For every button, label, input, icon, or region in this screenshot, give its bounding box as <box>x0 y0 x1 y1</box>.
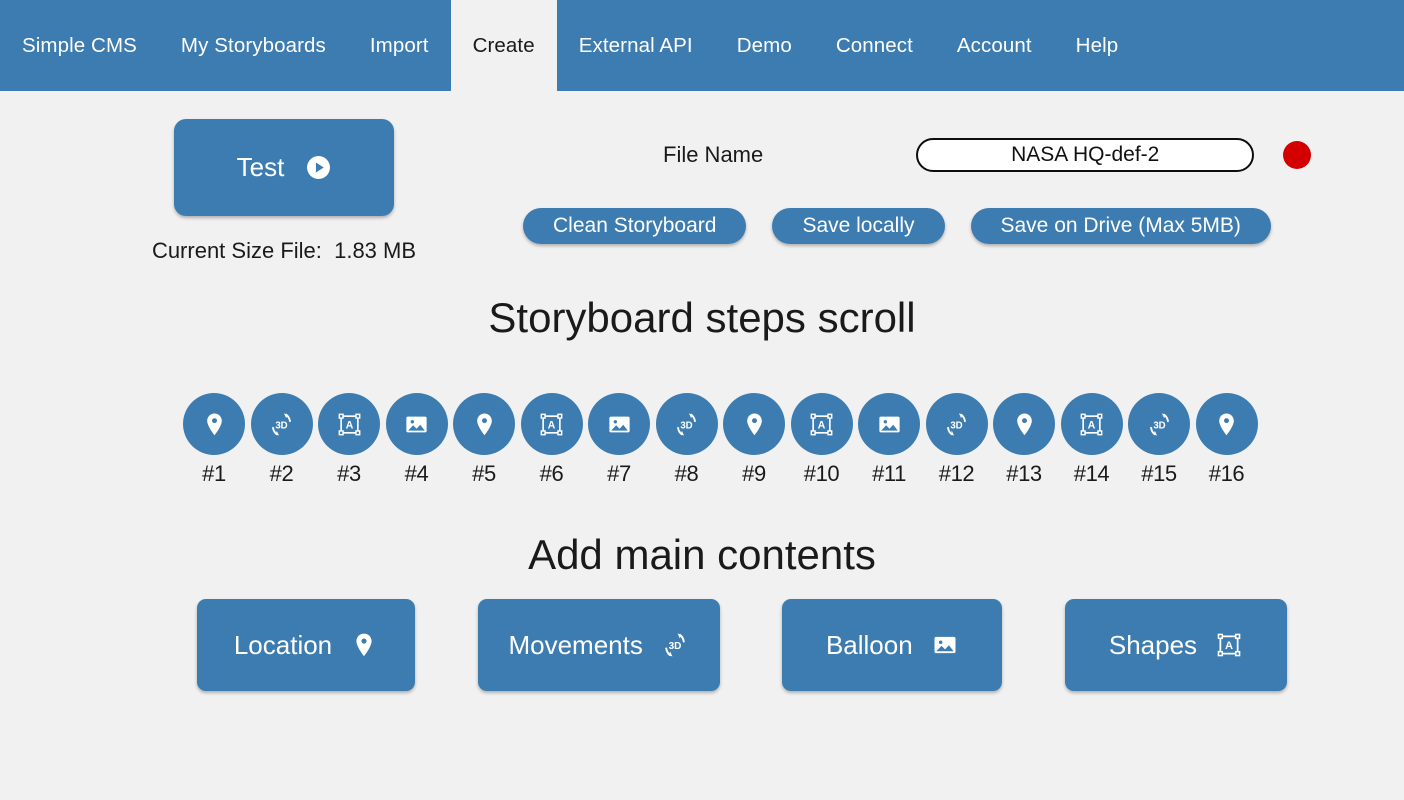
add-main-contents-heading: Add main contents <box>528 531 876 578</box>
add-location-button[interactable]: Location <box>197 599 415 691</box>
nav-filler <box>1140 0 1404 91</box>
file-name-input[interactable] <box>916 138 1255 172</box>
storyboard-step[interactable]: A #6 <box>520 393 583 487</box>
svg-text:3D: 3D <box>680 420 692 431</box>
add-balloon-label: Balloon <box>825 629 913 660</box>
storyboard-step-label: #8 <box>674 461 699 486</box>
image-icon[interactable] <box>588 393 650 455</box>
location-pin-icon[interactable] <box>993 393 1055 455</box>
storyboard-step[interactable]: A #3 <box>318 393 380 487</box>
save-on-drive-button[interactable]: Save on Drive (Max 5MB) <box>970 208 1271 244</box>
svg-text:3D: 3D <box>1153 420 1165 431</box>
save-locally-button[interactable]: Save locally <box>772 208 945 244</box>
storyboard-step[interactable]: #7 <box>588 393 650 487</box>
nav-item-my-storyboards[interactable]: My Storyboards <box>158 0 348 91</box>
storyboard-actions: Clean Storyboard Save locally Save on Dr… <box>523 208 1271 244</box>
storyboard-step-label: #1 <box>202 461 226 486</box>
shapes-icon[interactable]: A <box>318 393 380 455</box>
storyboard-step[interactable]: 3D #12 <box>925 393 988 487</box>
add-shapes-label: Shapes <box>1108 629 1198 660</box>
storyboard-step-label: #3 <box>337 461 361 486</box>
storyboard-step[interactable]: 3D #2 <box>250 393 313 487</box>
storyboard-step[interactable]: #16 <box>1195 393 1258 487</box>
location-pin-icon[interactable] <box>1195 393 1258 455</box>
file-name-row: File Name <box>663 138 1312 172</box>
storyboard-step[interactable]: #4 <box>385 393 448 487</box>
add-movements-button[interactable]: Movements 3D <box>477 599 720 691</box>
play-circle-icon <box>306 155 331 180</box>
storyboard-step-label: #15 <box>1141 461 1177 486</box>
svg-text:A: A <box>818 419 826 431</box>
test-block: Test Current Size File: 1.83 MB <box>142 119 426 264</box>
test-button[interactable]: Test <box>174 119 394 216</box>
nav-item-demo[interactable]: Demo <box>714 0 814 91</box>
storyboard-step-label: #12 <box>938 461 975 486</box>
movement-3d-icon[interactable]: 3D <box>655 393 718 455</box>
nav-item-connect[interactable]: Connect <box>813 0 935 91</box>
storyboard-step[interactable]: #1 <box>183 393 245 487</box>
shapes-icon[interactable]: A <box>1060 393 1123 455</box>
storyboard-step[interactable]: A #14 <box>1060 393 1123 487</box>
location-pin-icon[interactable] <box>453 393 515 455</box>
movement-3d-icon: 3D <box>661 631 689 659</box>
nav-item-external-api[interactable]: External API <box>556 0 715 91</box>
add-location-label: Location <box>233 629 333 660</box>
nav-item-create[interactable]: Create <box>450 0 557 91</box>
storyboard-step-label: #2 <box>269 461 294 486</box>
storyboard-step-label: #10 <box>803 461 840 486</box>
shapes-icon[interactable]: A <box>520 393 583 455</box>
storyboard-step-label: #11 <box>872 461 906 486</box>
add-shapes-button[interactable]: Shapes A <box>1064 599 1287 691</box>
storyboard-steps-scroller[interactable]: #1 3D #2 A #3 #4 #5 A #6 #7 3D #8 #9 A #10 #11 3D #12 #13 A… <box>183 393 1404 493</box>
svg-text:A: A <box>345 419 353 431</box>
add-content-buttons: Location Movements 3D Balloon Shapes A <box>197 599 1287 691</box>
storyboard-step[interactable]: #5 <box>453 393 515 487</box>
image-icon <box>931 631 959 659</box>
storyboard-step-label: #16 <box>1208 461 1245 486</box>
location-pin-icon <box>350 631 378 659</box>
svg-text:A: A <box>548 419 556 431</box>
storyboard-step[interactable]: #9 <box>723 393 785 487</box>
storyboard-step-label: #14 <box>1073 461 1110 486</box>
storyboard-step[interactable]: 3D #15 <box>1128 393 1190 487</box>
add-balloon-button[interactable]: Balloon <box>782 599 1003 691</box>
storyboard-step-label: #5 <box>472 461 496 486</box>
storyboard-step-label: #4 <box>404 461 429 486</box>
svg-text:A: A <box>1225 640 1233 652</box>
storyboard-step-label: #13 <box>1006 461 1042 486</box>
storyboard-step[interactable]: #11 <box>858 393 920 487</box>
storyboard-step-label: #7 <box>607 461 631 486</box>
location-pin-icon[interactable] <box>723 393 785 455</box>
svg-text:A: A <box>1088 419 1096 431</box>
image-icon[interactable] <box>858 393 920 455</box>
current-file-size: Current Size File: 1.83 MB <box>151 238 417 263</box>
shapes-icon[interactable]: A <box>790 393 853 455</box>
storyboard-step-label: #6 <box>539 461 564 486</box>
add-movements-label: Movements <box>508 629 643 660</box>
movement-3d-icon[interactable]: 3D <box>250 393 313 455</box>
image-icon[interactable] <box>385 393 448 455</box>
nav-item-account[interactable]: Account <box>934 0 1054 91</box>
location-pin-icon[interactable] <box>183 393 245 455</box>
create-page: Test Current Size File: 1.83 MB File Nam… <box>0 91 1404 800</box>
storyboard-step[interactable]: #13 <box>993 393 1055 487</box>
storyboard-step[interactable]: 3D #8 <box>655 393 718 487</box>
storyboard-step-label: #9 <box>742 461 766 486</box>
nav-item-help[interactable]: Help <box>1053 0 1141 91</box>
file-name-label: File Name <box>663 142 764 167</box>
svg-text:3D: 3D <box>950 420 962 431</box>
movement-3d-icon[interactable]: 3D <box>1128 393 1190 455</box>
test-button-label: Test <box>236 152 285 182</box>
svg-text:3D: 3D <box>275 420 287 431</box>
movement-3d-icon[interactable]: 3D <box>925 393 988 455</box>
shapes-icon: A <box>1215 631 1243 659</box>
clean-storyboard-button[interactable]: Clean Storyboard <box>523 208 747 244</box>
storyboard-step[interactable]: A #10 <box>790 393 853 487</box>
svg-text:3D: 3D <box>668 641 681 652</box>
nav-item-import[interactable]: Import <box>347 0 451 91</box>
storyboard-steps-heading: Storyboard steps scroll <box>488 294 916 341</box>
record-dot-icon[interactable] <box>1283 141 1312 169</box>
nav-item-simple-cms[interactable]: Simple CMS <box>0 0 159 91</box>
